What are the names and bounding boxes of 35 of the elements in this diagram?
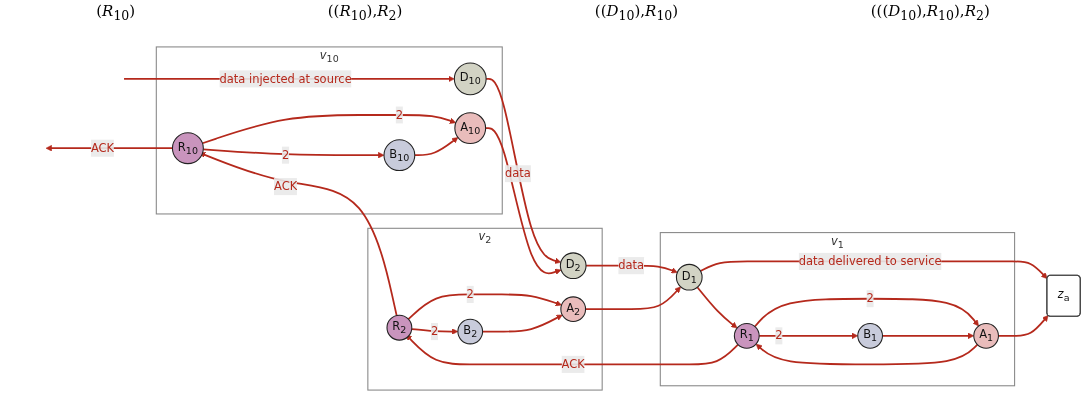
edge-label: data [505, 166, 531, 181]
arrow [754, 297, 979, 328]
edge-label: 2 [466, 287, 474, 301]
edge-label: data [618, 258, 645, 273]
node-circle: B$_{1}$ [857, 322, 884, 349]
edge-label: 2 [430, 324, 439, 338]
arrow [696, 286, 738, 329]
node-circle: A$_{1}$ [973, 322, 999, 349]
edge-label: data injected at source [219, 71, 352, 86]
relay-state-label: ((R$_{10}$),R$_{2}$) [327, 2, 403, 23]
edge-label: 2 [281, 147, 290, 162]
node-circle: A$_{2}$ [560, 296, 587, 323]
edge-label: 2 [775, 328, 783, 343]
node-circle: B$_{2}$ [457, 318, 484, 345]
arrow [755, 343, 979, 366]
node-circle: R$_{1}$ [733, 322, 760, 349]
edge-label: data delivered to service [798, 254, 942, 268]
edge-label: ACK [274, 179, 298, 194]
relay-state-label: ((D$_{10}$),R$_{10}$) [594, 2, 679, 23]
edge-label: 2 [866, 291, 874, 306]
node-circle: A$_{10}$ [454, 112, 487, 145]
node-circle: B$_{10}$ [383, 139, 416, 172]
node-circle: D$_{1}$ [675, 263, 703, 291]
arrow [405, 334, 739, 366]
edge-label: ACK [561, 357, 585, 371]
edge-label: 2 [395, 107, 404, 122]
node-circle: R$_{10}$ [171, 132, 204, 165]
arrow [201, 114, 457, 145]
node-circle: D$_{2}$ [559, 252, 587, 280]
edge-label: ACK [90, 141, 115, 155]
node-circle: R$_{2}$ [386, 314, 413, 341]
arrow [407, 293, 562, 321]
relay-state-label: (R$_{10}$) [96, 2, 136, 23]
node-circle: D$_{10}$ [453, 62, 487, 96]
relay-state-label: (((D$_{10}$),R$_{10}$),R$_{2}$) [870, 2, 990, 23]
